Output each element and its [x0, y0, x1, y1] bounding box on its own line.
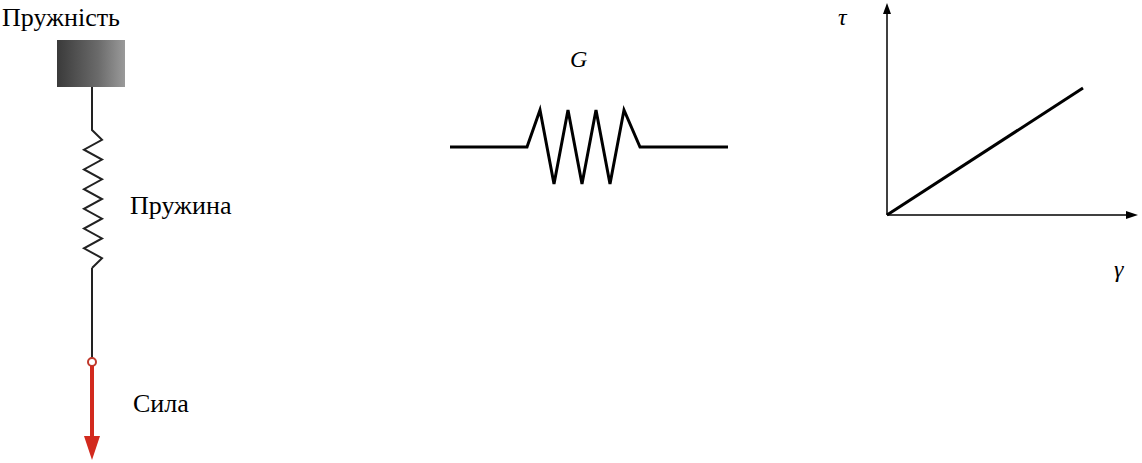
axis-arrowhead	[883, 3, 891, 14]
part-name: Пружність	[2, 4, 120, 33]
axis-label: γ	[1114, 256, 1123, 282]
support-block	[57, 40, 125, 87]
spring-rod	[91, 268, 93, 358]
linear-response	[887, 88, 1083, 215]
spring-symbol	[450, 110, 728, 184]
axis-label: τ	[838, 4, 847, 30]
force-arrowhead	[84, 436, 100, 460]
force-arrow	[90, 366, 94, 438]
axis-arrowhead	[1126, 211, 1138, 219]
spring-coil	[84, 87, 102, 268]
part-name: Сила	[133, 390, 189, 419]
part-name: Пружина	[130, 192, 231, 221]
tau-axis	[886, 12, 888, 215]
attach-point	[88, 358, 96, 366]
modulus-symbol: G	[570, 46, 587, 72]
gamma-axis	[887, 214, 1128, 216]
